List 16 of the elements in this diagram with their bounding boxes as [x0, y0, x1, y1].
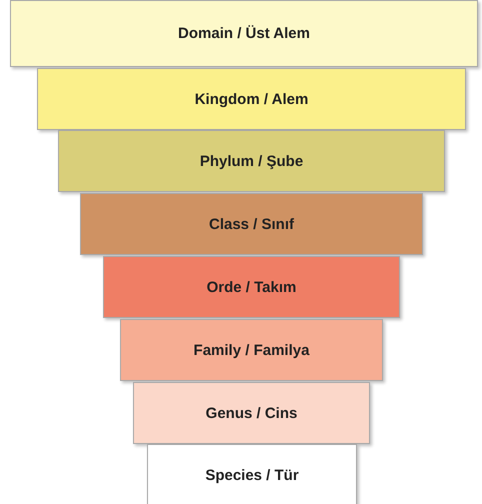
- level-band: [133, 382, 370, 444]
- level-band: [80, 193, 423, 255]
- level-label: Family / Familya: [194, 342, 310, 358]
- level-label: Orde / Takım: [206, 278, 296, 296]
- level-label: Kingdom / Alem: [194, 90, 308, 108]
- level-band: [10, 0, 478, 67]
- level-label: Genus / Cins: [206, 404, 298, 422]
- level-label: Domain / Üst Alem: [178, 25, 310, 42]
- level-label: Phylum / Şube: [200, 152, 304, 170]
- level-band: [147, 444, 357, 504]
- level-band: [37, 68, 466, 130]
- level-label: Class / Sınıf: [208, 216, 294, 232]
- level-band: [103, 256, 400, 318]
- level-band: [120, 319, 383, 381]
- level-band: [58, 130, 445, 192]
- level-label: Species / Tür: [205, 466, 299, 484]
